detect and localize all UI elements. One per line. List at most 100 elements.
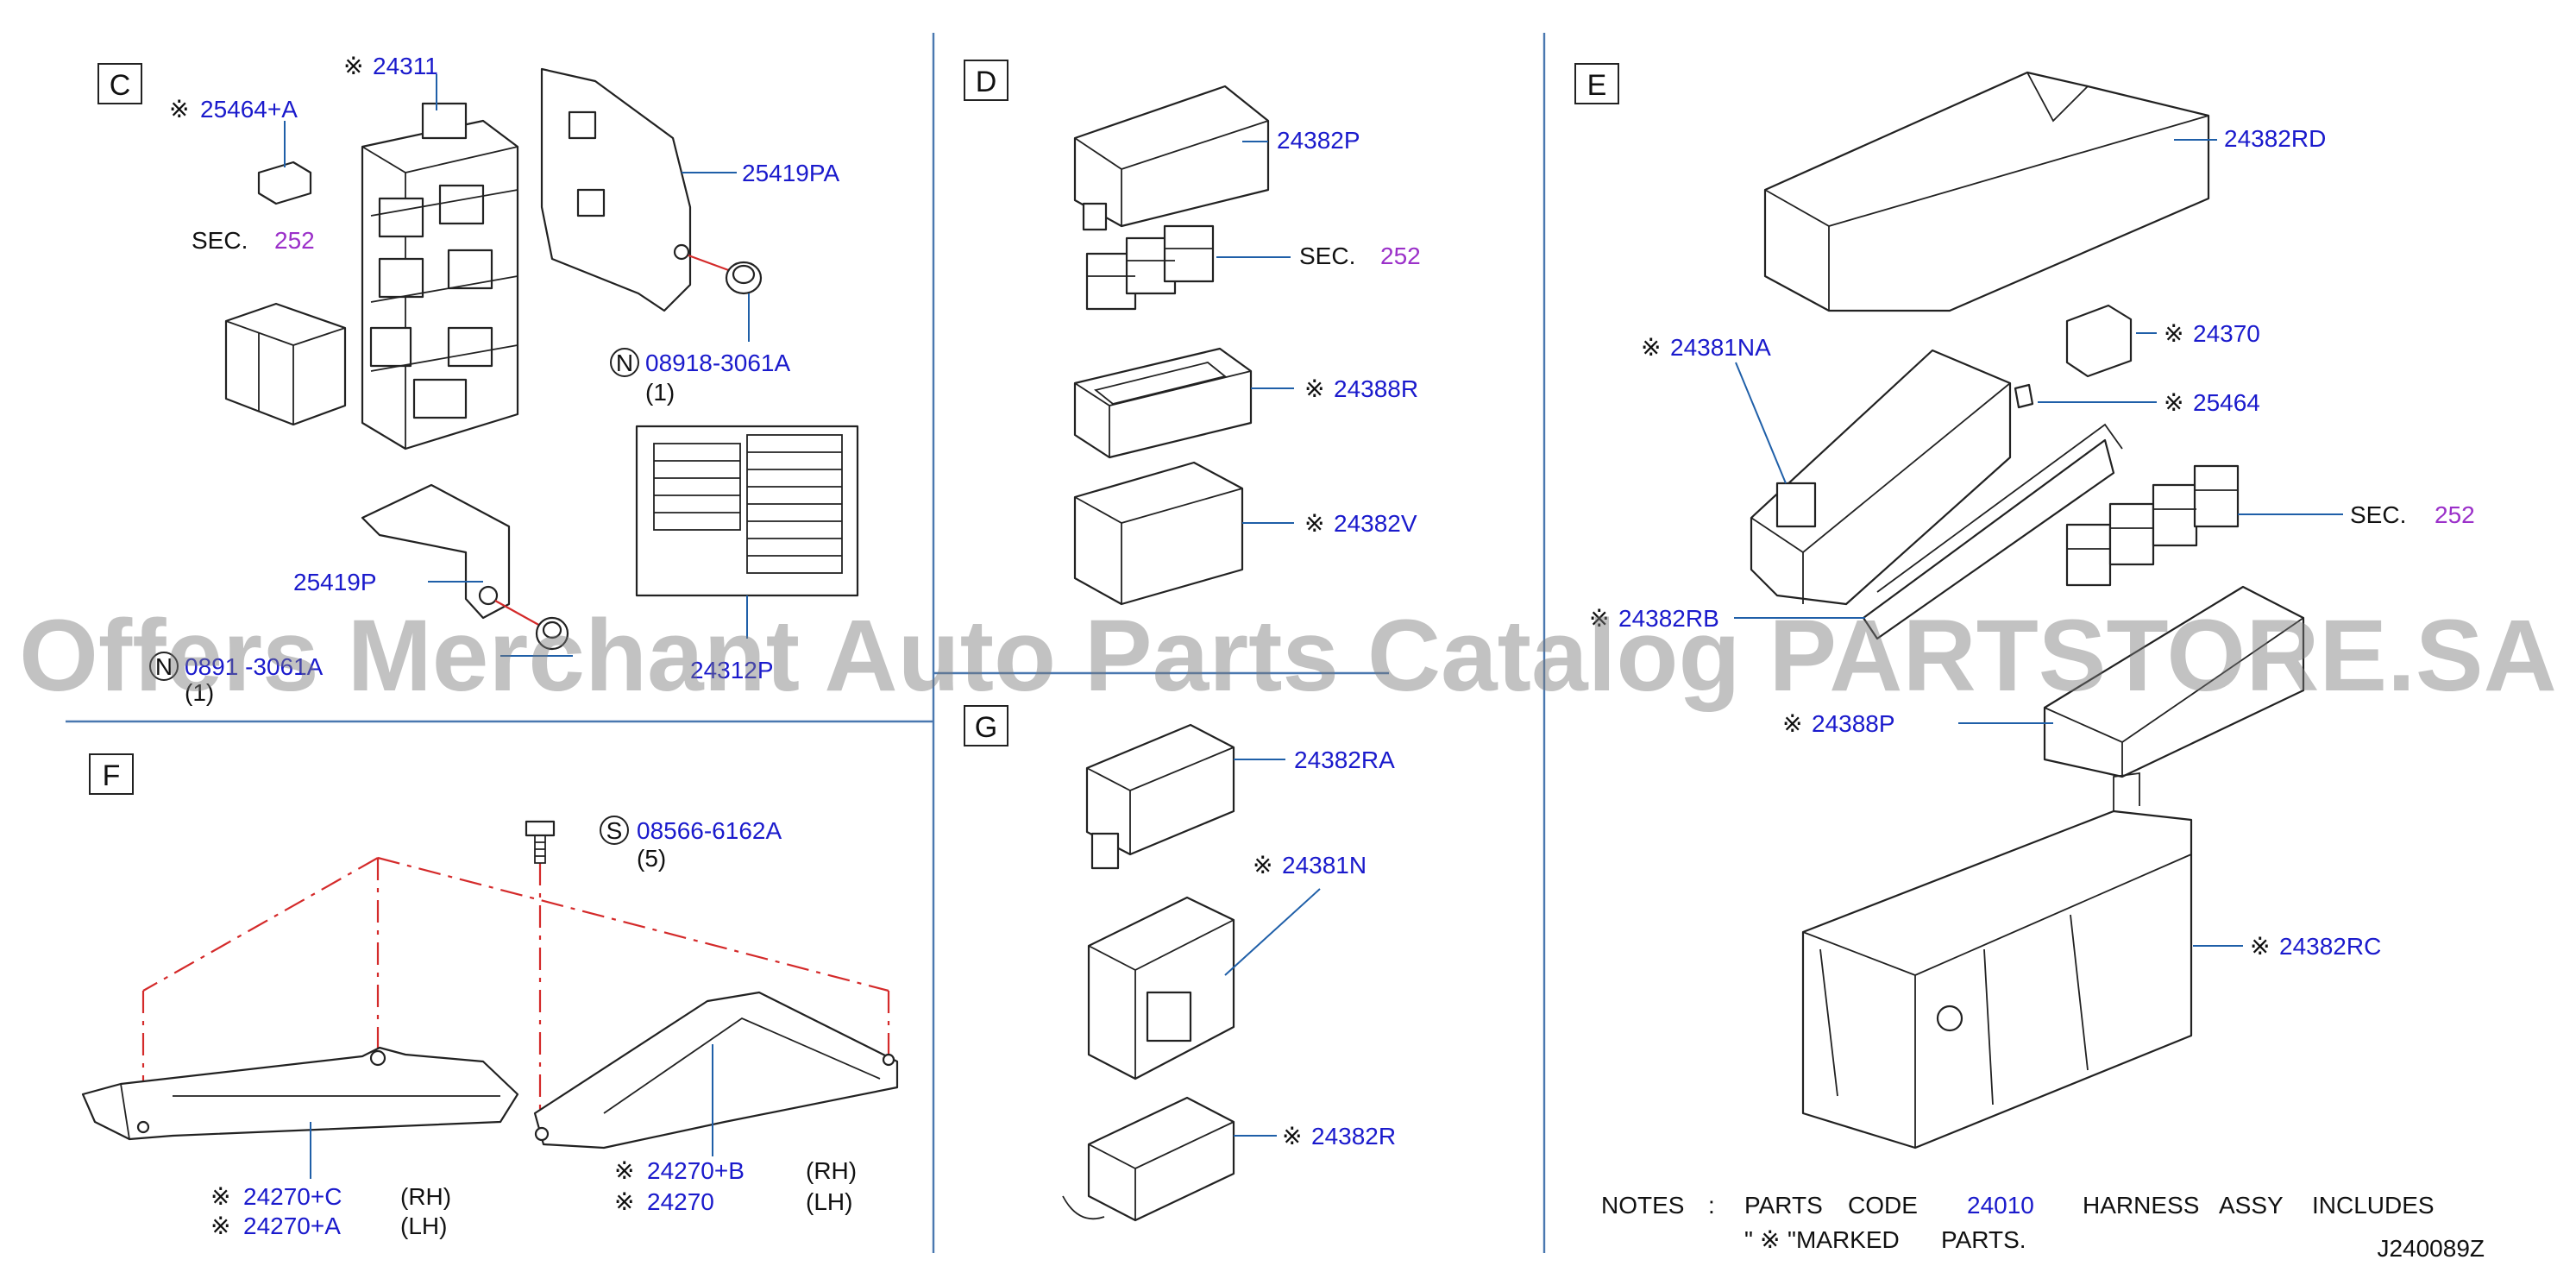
sec-ref-252-c[interactable]: 252 bbox=[274, 227, 315, 254]
housing-24382v-drawing bbox=[1073, 461, 1244, 606]
section-label-d: D bbox=[964, 60, 1008, 101]
part-label-08918-3061a[interactable]: 08918-3061A bbox=[645, 350, 790, 376]
mark-24382rb: ※ bbox=[1589, 605, 1609, 632]
section-f: S 08566-6162A (5) ※ 24270+C (RH) ※ 24270… bbox=[81, 816, 899, 1239]
sec-text-d: SEC. bbox=[1299, 243, 1355, 269]
cover-24382rd-drawing bbox=[1763, 71, 2210, 312]
part-label-24388r[interactable]: 24388R bbox=[1334, 375, 1418, 402]
diagram-code: J240089Z bbox=[2377, 1235, 2485, 1262]
svg-text:N: N bbox=[155, 653, 173, 680]
mark-24370: ※ bbox=[2164, 320, 2183, 347]
side-24270b: (RH) bbox=[806, 1157, 857, 1184]
label-24312p-drawing bbox=[635, 425, 859, 597]
bracket-24270c-drawing bbox=[81, 1046, 519, 1141]
svg-text:"MARKED: "MARKED bbox=[1787, 1226, 1900, 1253]
cover-24382ra-drawing bbox=[1085, 723, 1235, 870]
part-label-25419p[interactable]: 25419P bbox=[293, 569, 377, 595]
notes-harness-code[interactable]: 24010 bbox=[1967, 1192, 2034, 1219]
svg-text:": " bbox=[1744, 1226, 1753, 1253]
svg-text:F: F bbox=[103, 759, 121, 792]
svg-text:※: ※ bbox=[1760, 1226, 1780, 1253]
nut-0891-3061a-drawing bbox=[494, 600, 569, 651]
part-label-0891-3061a[interactable]: 0891 -3061A bbox=[185, 653, 324, 680]
bolt-08566-6162a-drawing bbox=[525, 820, 556, 864]
part-label-24311[interactable]: 24311 bbox=[373, 53, 438, 79]
bolt-symbol-s: S bbox=[600, 816, 629, 845]
svg-text:G: G bbox=[975, 711, 997, 744]
relays-sec252-e-drawing bbox=[2065, 464, 2240, 587]
section-label-g: G bbox=[964, 705, 1008, 746]
part-label-24312p[interactable]: 24312P bbox=[690, 657, 774, 683]
mark-24270: ※ bbox=[614, 1188, 634, 1215]
svg-text:NOTES: NOTES bbox=[1601, 1192, 1684, 1219]
svg-text:INCLUDES: INCLUDES bbox=[2312, 1192, 2435, 1219]
mark-24388p: ※ bbox=[1782, 710, 1802, 737]
part-label-24370[interactable]: 24370 bbox=[2193, 320, 2260, 347]
part-label-25464[interactable]: 25464 bbox=[2193, 389, 2260, 416]
qty-08566-6162a: (5) bbox=[637, 845, 666, 872]
mark-24381na: ※ bbox=[1641, 334, 1661, 361]
cover-24382rb-drawing bbox=[1862, 423, 2123, 640]
block-24381na-drawing bbox=[1750, 349, 2012, 606]
sec-text-c: SEC. bbox=[192, 227, 248, 254]
section-e: 24382RD ※ 24370 ※ 24381NA ※ 25464 SEC. 2… bbox=[1589, 71, 2475, 1150]
svg-text:D: D bbox=[976, 66, 997, 98]
bolt-symbol-n-1: N bbox=[610, 348, 639, 377]
svg-text:CODE: CODE bbox=[1848, 1192, 1918, 1219]
section-c: ※ 24311 ※ 25464+A SEC. 252 25419PA N 089… bbox=[149, 53, 859, 706]
part-label-24270b[interactable]: 24270+B bbox=[647, 1157, 745, 1184]
part-label-24382r[interactable]: 24382R bbox=[1311, 1123, 1396, 1150]
lower-case-24382rc-drawing bbox=[1801, 772, 2193, 1150]
svg-text:C: C bbox=[110, 69, 131, 102]
fuse-block-24311-drawing bbox=[361, 102, 519, 450]
part-label-24381n[interactable]: 24381N bbox=[1282, 852, 1367, 879]
mark-25464: ※ bbox=[2164, 389, 2183, 416]
part-label-24382rb[interactable]: 24382RB bbox=[1618, 605, 1719, 632]
nut-08918-3061a-drawing bbox=[688, 254, 763, 295]
sec-ref-252-d[interactable]: 252 bbox=[1380, 243, 1421, 269]
svg-text:PARTS.: PARTS. bbox=[1941, 1226, 2026, 1253]
part-label-08566-6162a[interactable]: 08566-6162A bbox=[637, 817, 782, 844]
svg-text:ASSY: ASSY bbox=[2219, 1192, 2284, 1219]
relays-sec252-d-drawing bbox=[1085, 224, 1215, 311]
part-label-24382v[interactable]: 24382V bbox=[1334, 510, 1417, 537]
bolt-symbol-n-2: N bbox=[149, 652, 179, 681]
part-label-24388p[interactable]: 24388P bbox=[1812, 710, 1895, 737]
svg-text:S: S bbox=[606, 817, 623, 844]
svg-text:E: E bbox=[1587, 69, 1607, 102]
part-label-24270a[interactable]: 24270+A bbox=[243, 1213, 341, 1239]
block-24388r-drawing bbox=[1073, 347, 1253, 459]
part-label-24381na[interactable]: 24381NA bbox=[1670, 334, 1771, 361]
svg-text::: : bbox=[1708, 1192, 1715, 1219]
part-label-25419pa[interactable]: 25419PA bbox=[742, 160, 839, 186]
section-label-f: F bbox=[89, 753, 134, 795]
notes: NOTES : PARTS CODE 24010 HARNESS ASSY IN… bbox=[1601, 1192, 2435, 1253]
mark-24311: ※ bbox=[343, 53, 363, 79]
part-label-24382p[interactable]: 24382P bbox=[1277, 127, 1360, 154]
mark-24270a: ※ bbox=[210, 1213, 230, 1239]
relay-24381n-drawing bbox=[1087, 896, 1235, 1080]
part-label-24382rd[interactable]: 24382RD bbox=[2224, 125, 2326, 152]
bracket-24270b-drawing bbox=[533, 991, 899, 1150]
part-label-24270[interactable]: 24270 bbox=[647, 1188, 714, 1215]
side-24270c: (RH) bbox=[400, 1183, 451, 1210]
section-label-c: C bbox=[97, 63, 142, 104]
svg-text:N: N bbox=[616, 350, 633, 376]
sec-ref-252-e[interactable]: 252 bbox=[2435, 501, 2475, 528]
mark-24382r: ※ bbox=[1282, 1123, 1302, 1150]
part-label-25464a[interactable]: 25464+A bbox=[200, 96, 298, 123]
side-24270: (LH) bbox=[806, 1188, 852, 1215]
section-label-e: E bbox=[1574, 63, 1619, 104]
relay-cover-24382p-drawing bbox=[1073, 85, 1270, 231]
svg-text:HARNESS: HARNESS bbox=[2083, 1192, 2199, 1219]
mark-24381n: ※ bbox=[1253, 852, 1272, 879]
part-label-24382ra[interactable]: 24382RA bbox=[1294, 746, 1395, 773]
part-label-24382rc[interactable]: 24382RC bbox=[2279, 933, 2381, 960]
mark-24382rc: ※ bbox=[2250, 933, 2270, 960]
section-dividers bbox=[66, 33, 1546, 1253]
qty-08918-3061a: (1) bbox=[645, 379, 675, 406]
part-label-24270c[interactable]: 24270+C bbox=[243, 1183, 342, 1210]
holder-24382r-drawing bbox=[1062, 1096, 1235, 1222]
bracket-25419p-drawing bbox=[361, 483, 511, 620]
